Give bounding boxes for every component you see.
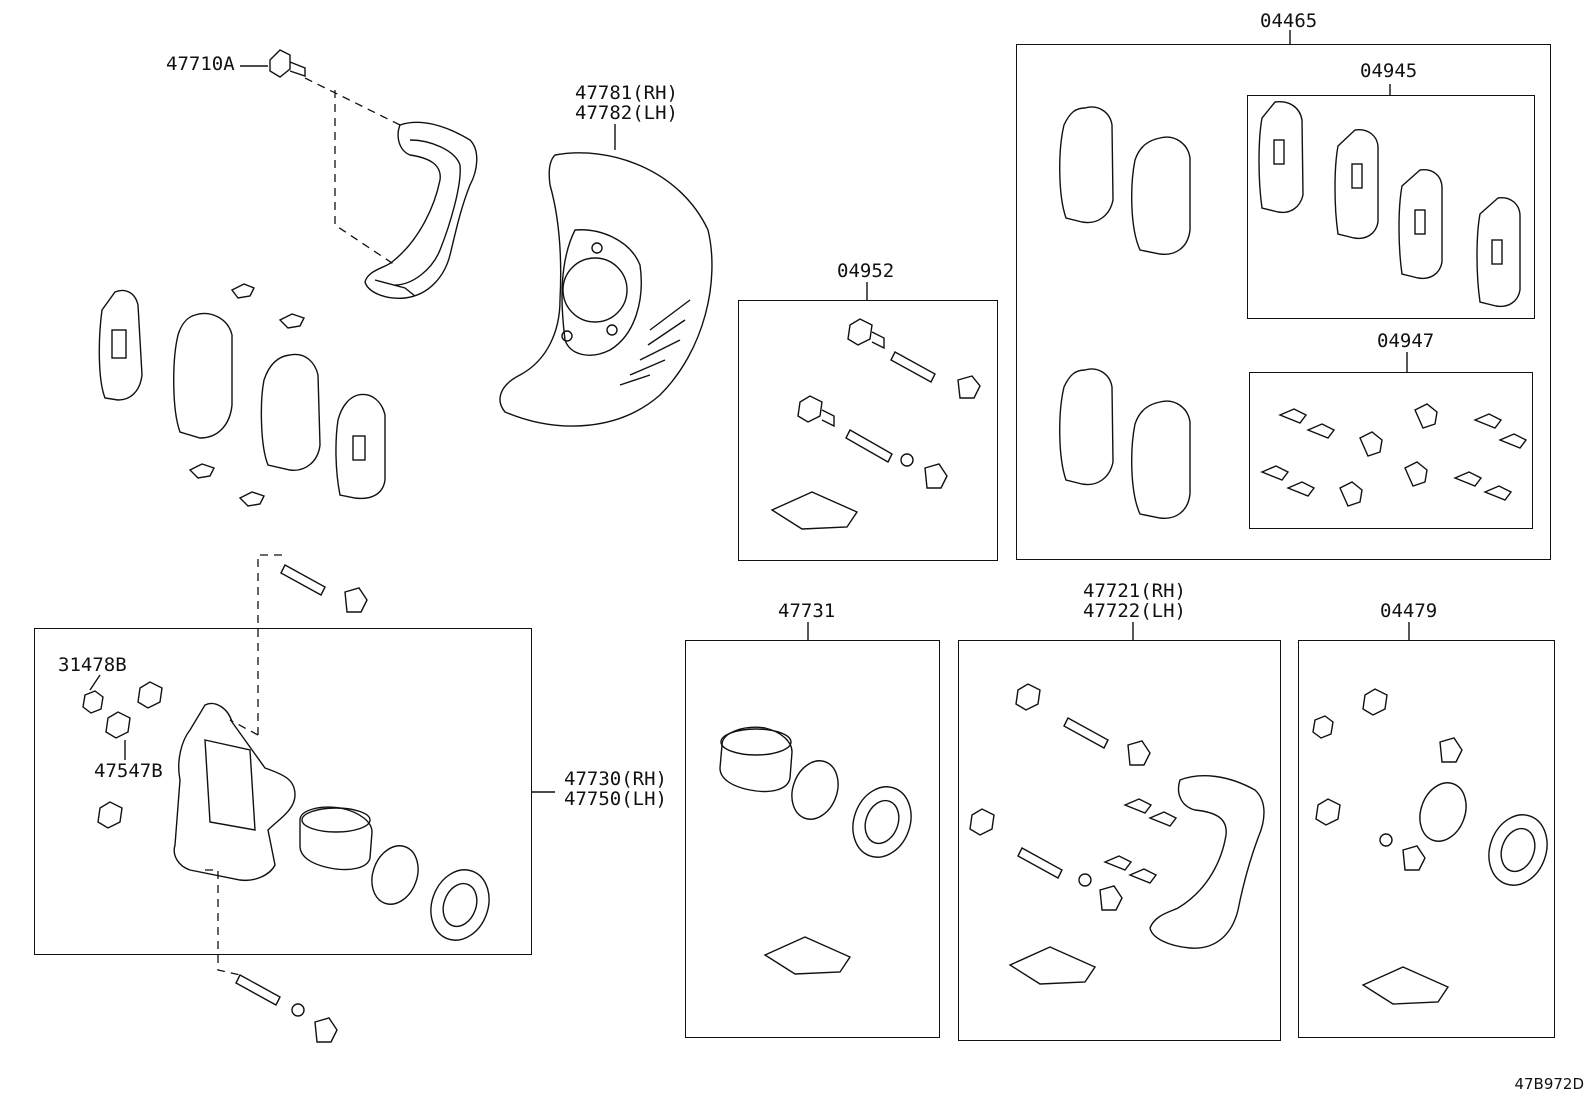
label-47730-rh: 47730(RH) [564,768,667,790]
label-04947: 04947 [1377,330,1435,352]
bolt-47710a [269,49,306,78]
kit-47731-parts [719,726,912,975]
kit-04952-parts [770,318,981,530]
box-04947 [1249,372,1533,529]
diagram-code: 47B972D [1514,1075,1584,1093]
box-04952 [738,300,998,561]
box-47731 [685,640,940,1038]
label-04952: 04952 [837,260,895,282]
label-47750-lh: 47750(LH) [564,788,667,810]
caliper-parts [82,681,490,941]
box-04479 [1298,640,1555,1038]
box-04465 [1016,44,1551,560]
label-47722-lh: 47722(LH) [1083,600,1186,622]
box-caliper [34,628,532,955]
box-04945 [1247,95,1535,319]
label-47710a: 47710A [166,53,235,75]
label-04945: 04945 [1360,60,1418,82]
label-47782-lh: 47782(LH) [575,102,678,124]
kit-04479-parts [1312,688,1548,1005]
label-04479: 04479 [1380,600,1438,622]
label-47547b: 47547B [94,760,163,782]
label-47721-rh: 47721(RH) [1083,580,1186,602]
label-31478b: 31478B [58,654,127,676]
kit-47721-parts [969,683,1265,985]
label-47781-rh: 47781(RH) [575,82,678,104]
box-47721 [958,640,1281,1041]
label-04465: 04465 [1260,10,1318,32]
label-47731: 47731 [778,600,836,622]
